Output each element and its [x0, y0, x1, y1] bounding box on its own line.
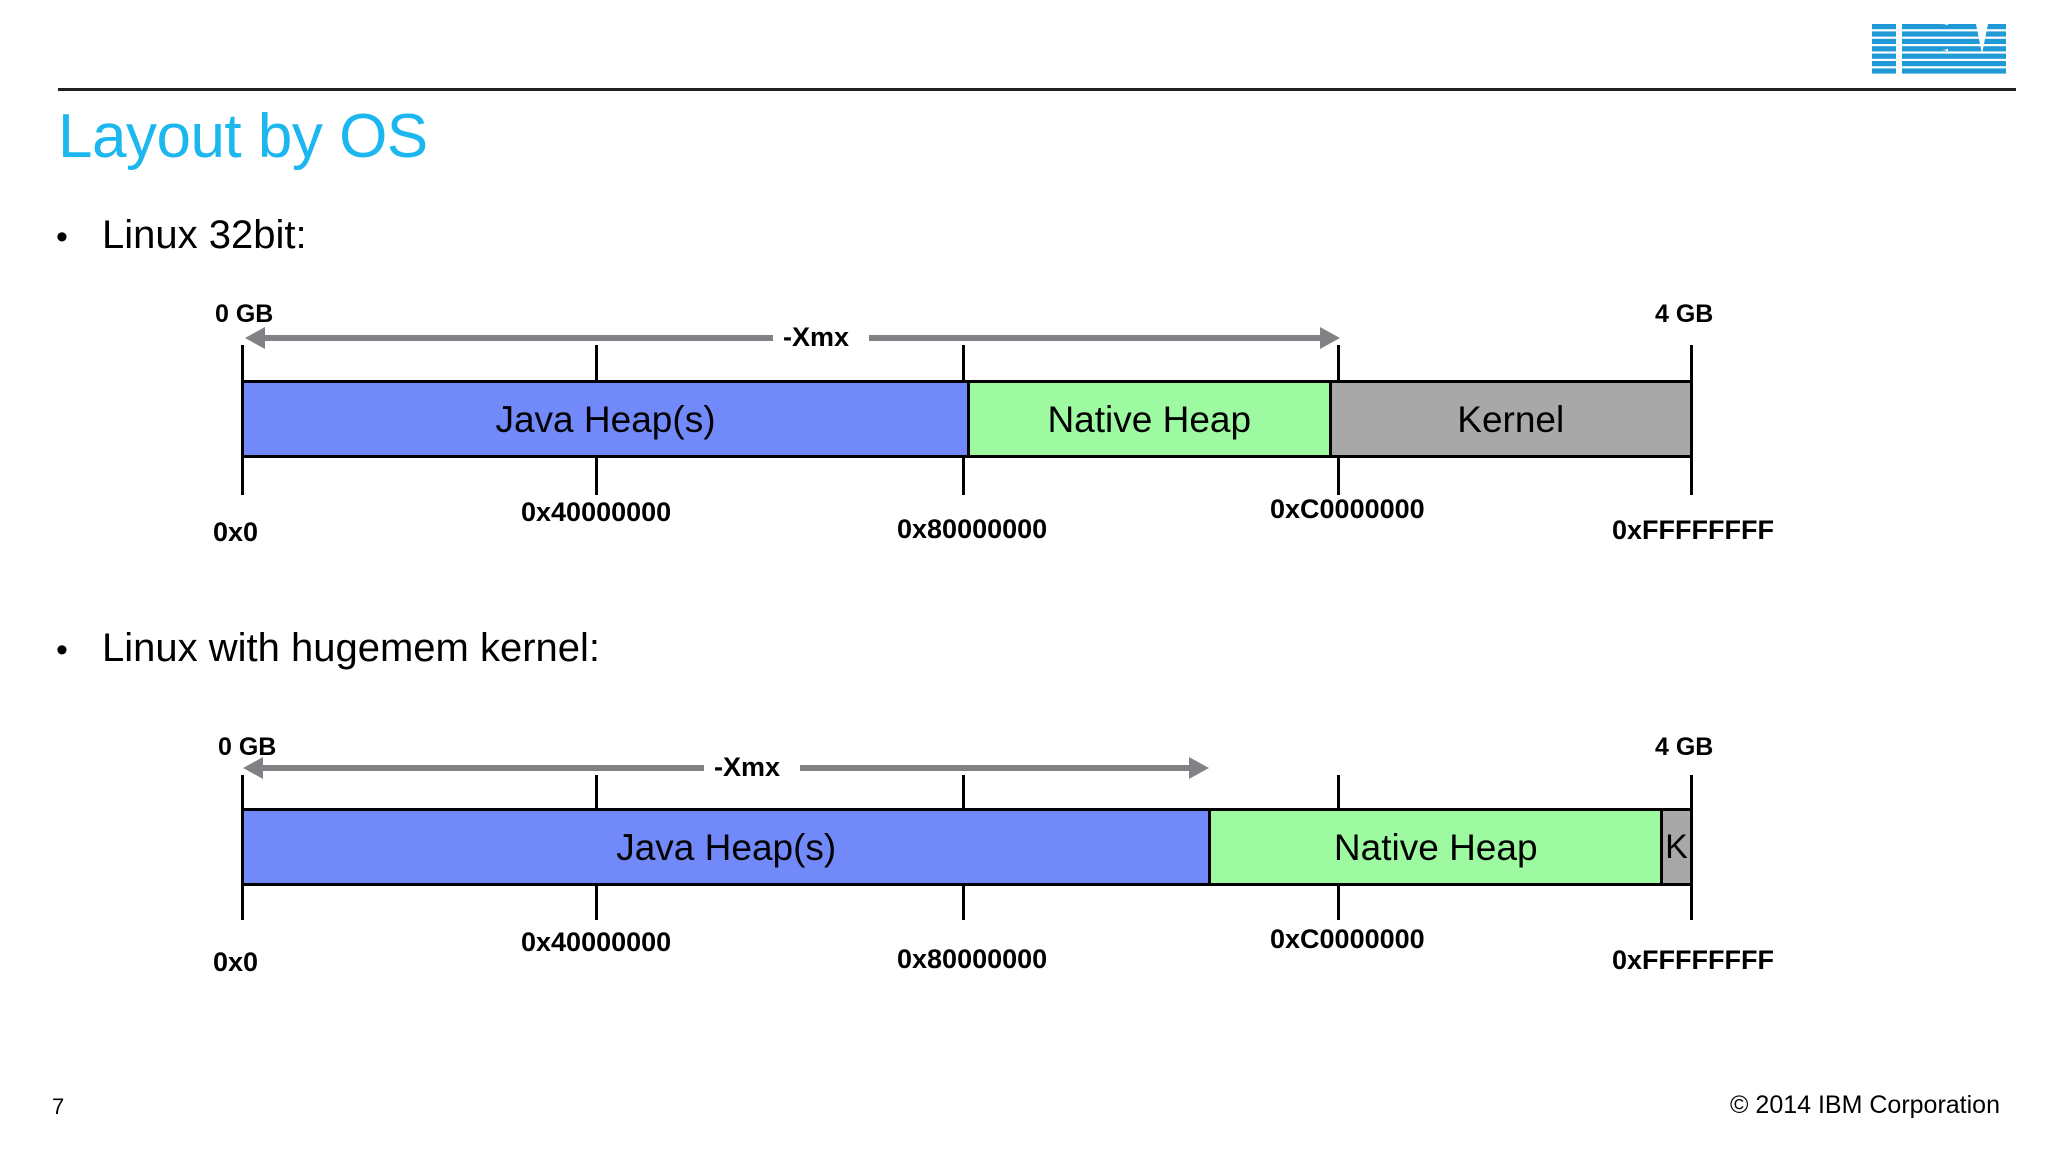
xmx-arrowhead-left	[243, 757, 263, 779]
xmx-arrowhead-right	[1189, 757, 1209, 779]
segment-native-heap: Native Heap	[967, 383, 1329, 455]
bullet-label: Linux with hugemem kernel:	[102, 626, 601, 670]
xmx-arrow-line-right	[869, 335, 1321, 341]
segment-java-heap: Java Heap(s)	[244, 383, 967, 455]
segment-native-heap: Native Heap	[1208, 811, 1660, 883]
tick-above-0x80000000	[962, 775, 965, 809]
xmx-arrow-line-left	[263, 335, 773, 341]
segment-label: Java Heap(s)	[495, 398, 716, 440]
address-label-0xC0000000: 0xC0000000	[1270, 494, 1425, 524]
tick-below-0x40000000	[595, 458, 598, 495]
memory-bar: Java Heap(s) Native Heap Kernel	[241, 380, 1693, 458]
bullet-item-hugemem: • Linux with hugemem kernel:	[56, 628, 600, 668]
tick-above-0xC0000000	[1337, 775, 1340, 809]
tick-below-0xC0000000	[1337, 458, 1340, 495]
xmx-annotation-label: -Xmx	[714, 752, 781, 782]
tick-above-0x40000000	[595, 345, 598, 382]
axis-start-label: 0 GB	[215, 300, 274, 328]
tick-above-0xFFFFFFFF	[1690, 775, 1693, 809]
address-label-0x80000000: 0x80000000	[897, 944, 1048, 974]
axis-start-label: 0 GB	[218, 733, 277, 761]
tick-below-0xC0000000	[1337, 886, 1340, 920]
tick-below-0x40000000	[595, 886, 598, 920]
segment-label: Native Heap	[1333, 826, 1538, 868]
tick-above-0x0	[241, 775, 244, 809]
tick-above-0x0	[241, 345, 244, 382]
address-label-0xC0000000: 0xC0000000	[1270, 924, 1425, 954]
header-divider	[58, 88, 2016, 91]
tick-below-0x0	[241, 458, 244, 495]
tick-below-0x0	[241, 886, 244, 920]
segment-java-heap: Java Heap(s)	[244, 811, 1209, 883]
address-label-0xFFFFFFFF: 0xFFFFFFFF	[1612, 515, 1774, 545]
segment-label: Kernel	[1457, 398, 1565, 440]
bullet-item-linux-32bit: • Linux 32bit:	[56, 215, 307, 255]
segment-kernel: K	[1660, 811, 1690, 883]
page-title: Layout by OS	[58, 102, 428, 171]
address-label-0x0: 0x0	[213, 947, 259, 977]
tick-above-0xFFFFFFFF	[1690, 345, 1693, 382]
segment-label: Java Heap(s)	[616, 826, 837, 868]
tick-below-0xFFFFFFFF	[1690, 886, 1693, 920]
tick-below-0x80000000	[962, 886, 965, 920]
tick-below-0x80000000	[962, 458, 965, 495]
xmx-arrow-line-left	[261, 765, 704, 771]
address-label-0xFFFFFFFF: 0xFFFFFFFF	[1612, 945, 1774, 975]
tick-below-0xFFFFFFFF	[1690, 458, 1693, 495]
bullet-marker-icon: •	[56, 218, 68, 256]
footer-page-number: 7	[52, 1094, 65, 1119]
ibm-logo	[1872, 24, 2006, 76]
axis-end-label: 4 GB	[1655, 733, 1714, 761]
xmx-arrowhead-right	[1320, 327, 1340, 349]
bullet-label: Linux 32bit:	[102, 213, 307, 257]
memory-bar: Java Heap(s) Native Heap K	[241, 808, 1693, 886]
address-label-0x40000000: 0x40000000	[521, 497, 672, 527]
xmx-arrow-line-right	[800, 765, 1190, 771]
segment-kernel: Kernel	[1328, 383, 1690, 455]
address-label-0x80000000: 0x80000000	[897, 514, 1048, 544]
tick-above-0x80000000	[962, 345, 965, 382]
address-label-0x40000000: 0x40000000	[521, 927, 672, 957]
tick-above-0xC0000000	[1337, 345, 1340, 382]
xmx-arrowhead-left	[245, 327, 265, 349]
xmx-annotation-label: -Xmx	[783, 322, 850, 352]
footer-copyright: © 2014 IBM Corporation	[1730, 1091, 2000, 1119]
axis-end-label: 4 GB	[1655, 300, 1714, 328]
segment-label: K	[1665, 828, 1688, 866]
segment-label: Native Heap	[1047, 398, 1252, 440]
address-label-0x0: 0x0	[213, 517, 259, 547]
tick-above-0x40000000	[595, 775, 598, 809]
bullet-marker-icon: •	[56, 631, 68, 669]
